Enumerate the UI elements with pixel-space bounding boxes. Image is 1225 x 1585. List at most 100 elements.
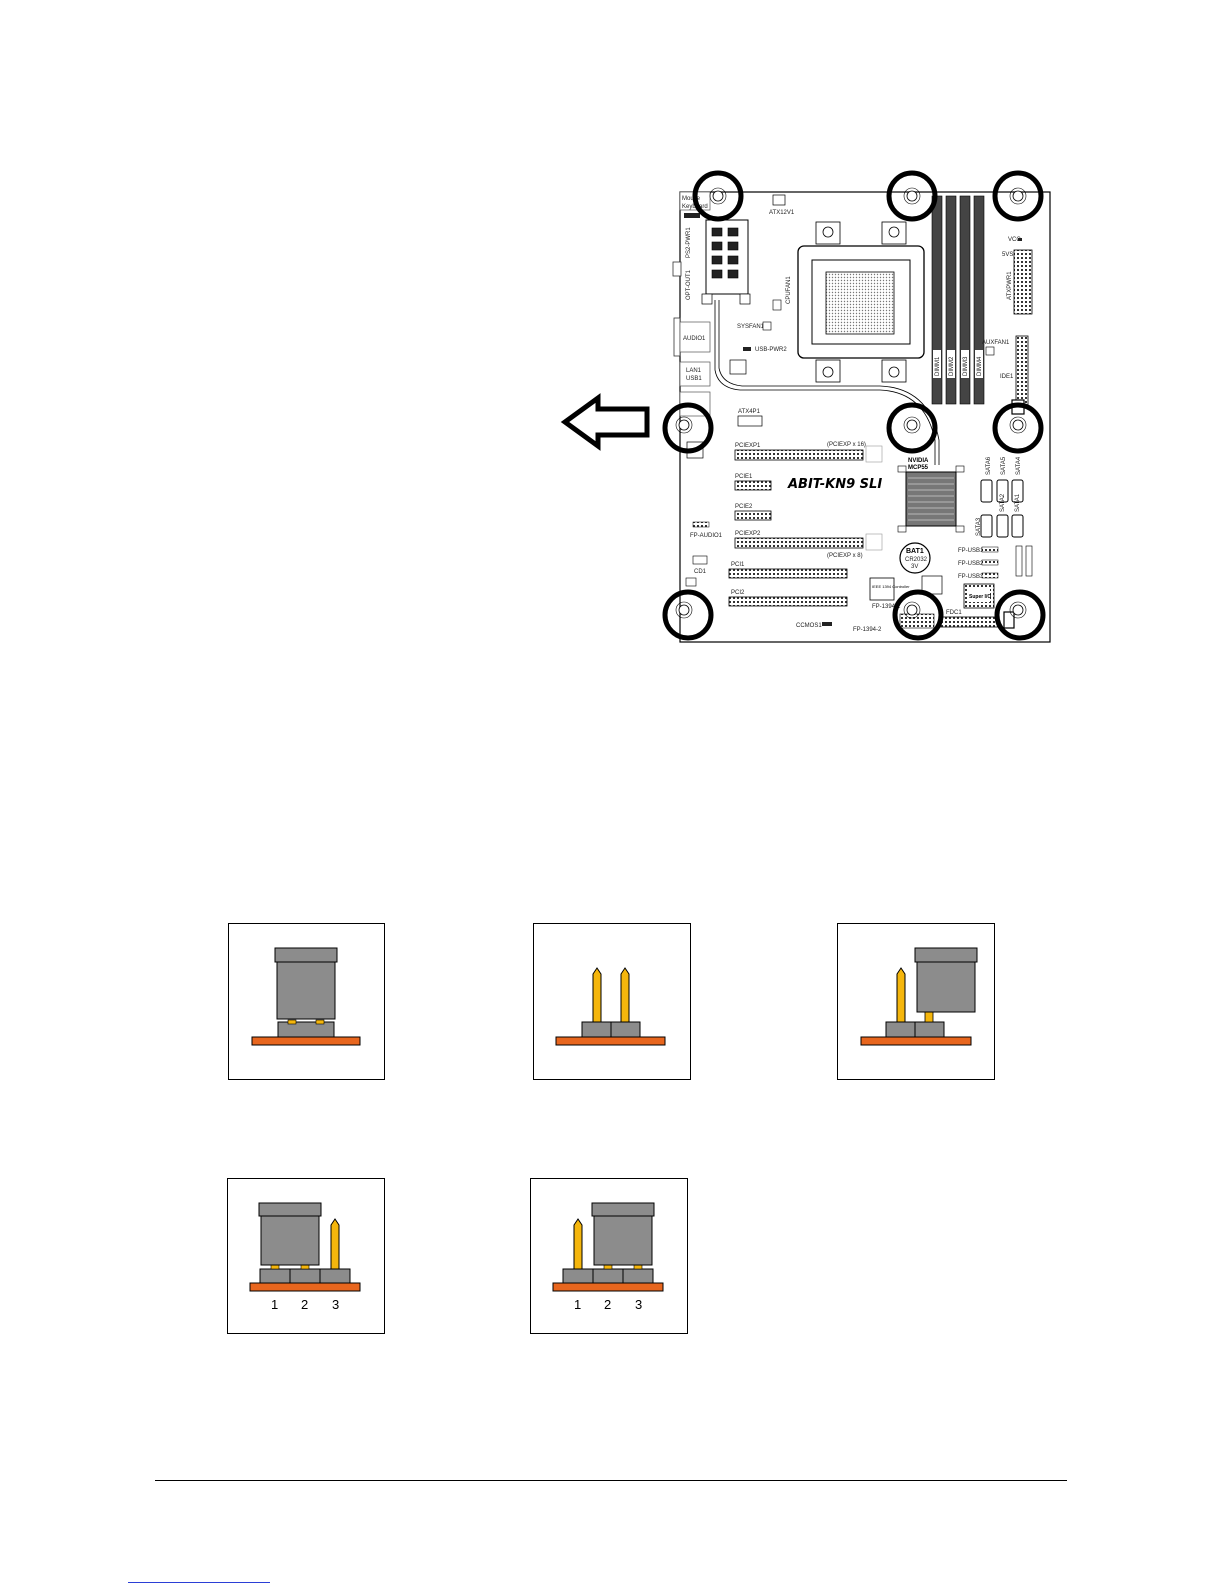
- fp1394-label: FP-1394-1: [872, 604, 901, 610]
- pcie1-label: PCIE1: [735, 474, 753, 480]
- board-brand: ABIT-KN9 SLI: [787, 477, 882, 492]
- pcb-base: [552, 1282, 664, 1292]
- left-arrow-icon: [560, 393, 650, 451]
- dimm4-label: DIMM4: [977, 356, 983, 376]
- usb1-label: USB1: [686, 376, 702, 382]
- atxpwr-connector: [1013, 249, 1033, 315]
- jumper-cap: [274, 947, 338, 963]
- vcc-label: VCC: [1008, 237, 1021, 243]
- chip1394-label: IEEE 1394 Controller: [872, 584, 910, 589]
- sysfan-label: SYSFAN1: [737, 324, 765, 330]
- pin-label-1: 1: [271, 1297, 278, 1312]
- bat-sub: CR2032: [905, 557, 928, 563]
- pcb-base: [249, 1282, 361, 1292]
- pci1-slot: [728, 568, 848, 579]
- auxfan-label: AUXFAN1: [982, 340, 1010, 346]
- mount-hole-marker: [886, 170, 938, 222]
- nvidia-label: NVIDIA: [908, 458, 929, 464]
- mount-hole-marker: [662, 589, 714, 641]
- pci2-slot: [728, 596, 848, 607]
- pin-label-2: 2: [604, 1297, 611, 1312]
- pin-label-2: 2: [301, 1297, 308, 1312]
- ide-label: IDE1: [1000, 374, 1014, 380]
- fpaudio-label: FP-AUDIO1: [690, 533, 723, 539]
- pciexp1-slot: [734, 449, 864, 461]
- mounting-hole-markers: [662, 170, 1046, 641]
- gold-pin: [620, 967, 630, 1023]
- chipset-heatsink: [905, 471, 957, 527]
- audio-label: AUDIO1: [683, 336, 706, 342]
- jumper-short-2-3-panel: 1 2 3: [530, 1178, 688, 1334]
- fpusb3-label: FP-USB3: [958, 574, 984, 580]
- cpufan-label: CPUFAN1: [786, 276, 792, 304]
- footer-rule: [155, 1480, 1067, 1481]
- jumper-open-panel: [533, 923, 691, 1080]
- bat-label: BAT1: [906, 548, 924, 555]
- mount-hole-marker: [692, 170, 744, 222]
- mcp-label: MCP55: [908, 465, 929, 471]
- mount-hole-marker: [662, 402, 714, 454]
- fdc-label: FDC1: [946, 610, 962, 616]
- pciexp2-label: PCIEXP2: [735, 531, 761, 537]
- jumper-cap: [914, 947, 978, 963]
- jumper-one-pin-panel: [837, 923, 995, 1080]
- pcb-base: [860, 1036, 972, 1046]
- dimm-slots: DIMM1 DIMM2 DIMM3 DIMM4: [931, 195, 985, 405]
- ccmos-label: CCMOS1: [796, 623, 822, 629]
- pcie1-slot: [734, 480, 772, 491]
- pin-label-3: 3: [332, 1297, 339, 1312]
- dimm1-label: DIMM1: [935, 356, 941, 376]
- sata5-label: SATA5: [1001, 456, 1007, 475]
- sata6-label: SATA6: [986, 456, 992, 475]
- pci1-label: PCI1: [731, 562, 745, 568]
- pcb-base: [555, 1036, 666, 1046]
- cd-label: CD1: [694, 569, 707, 575]
- mount-hole-marker: [992, 402, 1044, 454]
- fdc-connector: [939, 616, 999, 628]
- pciexp1-label: PCIEXP1: [735, 443, 761, 449]
- jumper-cap: [591, 1202, 655, 1217]
- atx4p-label: ATX4P1: [738, 409, 761, 415]
- superio-label: Super I/O: [969, 594, 991, 600]
- gold-pin: [592, 967, 602, 1023]
- fpusb2-label: FP-USB2: [958, 561, 984, 567]
- pin-label-1: 1: [574, 1297, 581, 1312]
- ide-connector: [1015, 335, 1029, 407]
- sata1-label: SATA1: [1015, 493, 1021, 512]
- pcb-base: [251, 1036, 361, 1046]
- pcie2-label: PCIE2: [735, 504, 753, 510]
- sata3-label: SATA3: [976, 517, 982, 536]
- mount-hole-marker: [994, 589, 1046, 641]
- pcie2-slot: [734, 510, 772, 521]
- footer-link-underline[interactable]: [128, 1582, 270, 1583]
- sata2-label: SATA2: [1000, 493, 1006, 512]
- atx12v-label: ATX12V1: [769, 210, 795, 216]
- atxpwr-label: ATXPWR1: [1007, 271, 1013, 300]
- pci2-label: PCI2: [731, 590, 745, 596]
- jumper-cap: [258, 1202, 322, 1217]
- keyboard-label: Keyboard: [682, 204, 708, 210]
- mount-hole-marker: [892, 589, 944, 641]
- ps2pwr-label: PS2-PWR1: [686, 227, 692, 258]
- bat-v: 3V: [911, 564, 918, 570]
- sata4-label: SATA4: [1016, 456, 1022, 475]
- optout-label: OPT-OUT1: [686, 269, 692, 300]
- fp1394b-label: FP-1394-2: [853, 627, 882, 633]
- pin-label-3: 3: [635, 1297, 642, 1312]
- dimm2-label: DIMM2: [949, 356, 955, 376]
- pciexp2-note: (PCIEXP x 8): [827, 553, 863, 559]
- jumper-closed-panel: [228, 923, 385, 1080]
- vsb-label: 5VSB: [1002, 252, 1017, 258]
- motherboard-diagram: Mouse Keyboard PS2-PWR1 OPT-OUT1 AUDIO1 …: [560, 170, 1051, 643]
- gold-pin: [330, 1218, 340, 1270]
- pciexp2-slot: [734, 537, 864, 549]
- ieee1394-chip: [869, 577, 895, 601]
- mount-hole-marker: [992, 170, 1044, 222]
- usbpwr2-label: USB-PWR2: [755, 347, 787, 353]
- jumper-short-1-2-panel: 1 2 3: [227, 1178, 385, 1334]
- gold-pin: [896, 967, 906, 1023]
- mouse-label: Mouse: [682, 196, 701, 202]
- mount-hole-marker: [886, 402, 938, 454]
- lan-label: LAN1: [686, 368, 702, 374]
- gold-pin: [573, 1218, 583, 1270]
